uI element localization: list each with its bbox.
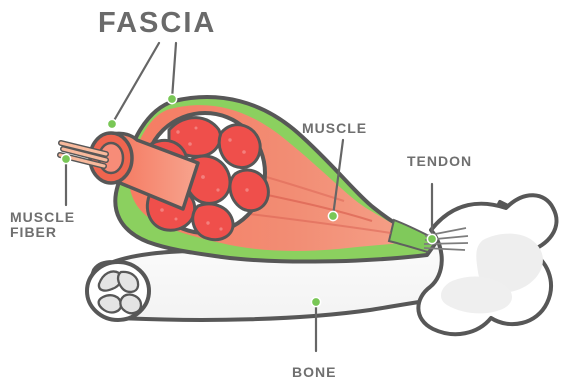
bone-dot — [311, 297, 320, 306]
fascia-dot-right — [167, 94, 176, 103]
fascia-pointer-right — [172, 43, 176, 99]
muscle-fiber-label: MUSCLE FIBER — [10, 210, 75, 239]
muscle-dot — [328, 211, 337, 220]
tendon-dot — [427, 234, 436, 243]
fascia-pointer-left — [112, 43, 159, 124]
fascia-dot-left — [107, 119, 116, 128]
muscle-fiber-dot — [61, 154, 70, 163]
bone-label: BONE — [292, 365, 336, 380]
muscle-label: MUSCLE — [302, 121, 367, 136]
fascia-title: FASCIA — [98, 8, 216, 38]
tendon-label: TENDON — [407, 154, 472, 169]
